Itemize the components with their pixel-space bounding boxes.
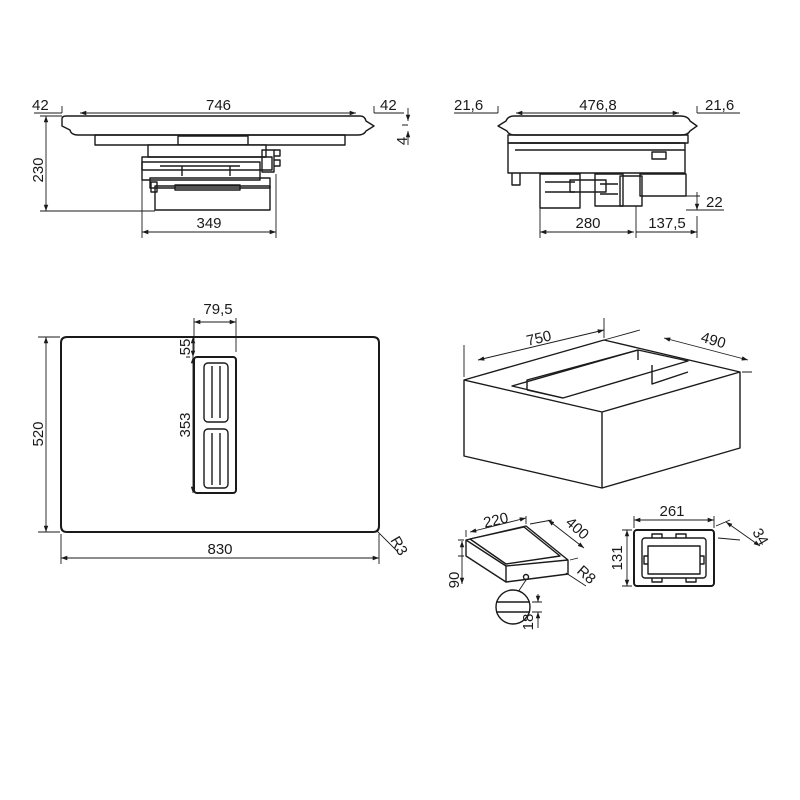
dim-131-label: 131 xyxy=(609,545,626,570)
hob-top-view: 520 830 79,5 55 353 R3 xyxy=(30,301,411,564)
dim-42-right-label: 42 xyxy=(380,97,397,114)
dim-34-label: 34 xyxy=(749,526,772,549)
cutout-dimensions: 750 490 xyxy=(463,318,752,377)
front-view-body xyxy=(61,115,375,211)
duct-detail-circle xyxy=(495,589,531,625)
worktop-cutout-iso: 750 490 xyxy=(463,318,752,489)
dim-400-label: 400 xyxy=(562,514,592,543)
dim-750-line xyxy=(477,329,605,361)
dim-42-left-label: 42 xyxy=(32,97,49,114)
hob-glass-outline xyxy=(60,336,380,533)
dim-22-label: 22 xyxy=(706,194,723,211)
dim-r3-leader xyxy=(375,529,399,553)
dim-r8-leader xyxy=(565,572,587,587)
dim-400-line xyxy=(547,519,585,549)
dim-220-label: 220 xyxy=(482,510,510,532)
dim-r3-label: R3 xyxy=(387,534,411,559)
front-side-view: 42 746 42 230 4 349 xyxy=(30,97,411,238)
hob-top-dimensions: 520 830 79,5 55 353 R3 xyxy=(30,301,411,564)
dim-746-label: 746 xyxy=(206,97,231,114)
dim-220-line xyxy=(469,517,527,533)
lateral-view-dimensions: 21,6 476,8 21,6 22 280 137,5 xyxy=(454,97,740,238)
flat-duct-iso: 220 400 90 R8 18 xyxy=(446,510,599,631)
lateral-view-body xyxy=(497,115,698,209)
dim-137-5-label: 137,5 xyxy=(648,215,686,232)
dim-490-line xyxy=(663,337,749,361)
dim-21-6-left-label: 21,6 xyxy=(454,97,483,114)
extractor-grille xyxy=(193,356,237,494)
dim-4-label: 4 xyxy=(394,137,411,145)
dim-830-label: 830 xyxy=(207,541,232,558)
front-view-dimensions: 42 746 42 230 4 349 xyxy=(30,97,411,238)
dim-90-label: 90 xyxy=(446,572,463,589)
dim-353-label: 353 xyxy=(177,412,194,437)
duct-connector-view: 261 131 34 xyxy=(609,503,772,587)
dim-34-line xyxy=(725,521,761,547)
dim-349-label: 349 xyxy=(196,215,221,232)
dim-750-label: 750 xyxy=(525,328,553,350)
dim-261-label: 261 xyxy=(659,503,684,520)
connector-dimensions: 261 131 34 xyxy=(609,503,772,587)
dim-476-8-label: 476,8 xyxy=(579,97,617,114)
lateral-side-view: 21,6 476,8 21,6 22 280 137,5 xyxy=(454,97,740,238)
dim-520-label: 520 xyxy=(30,421,47,446)
worktop-edges xyxy=(463,371,741,488)
dim-230-label: 230 xyxy=(30,157,47,182)
dim-55-label: 55 xyxy=(177,339,194,356)
duct-edges xyxy=(465,539,569,582)
dim-280-label: 280 xyxy=(575,215,600,232)
dim-r8-label: R8 xyxy=(573,562,599,587)
dim-18-label: 18 xyxy=(520,614,537,631)
connector-frame xyxy=(633,529,715,587)
dim-79-5-label: 79,5 xyxy=(203,301,232,318)
dim-490-label: 490 xyxy=(699,329,728,352)
dim-21-6-right-label: 21,6 xyxy=(705,97,734,114)
